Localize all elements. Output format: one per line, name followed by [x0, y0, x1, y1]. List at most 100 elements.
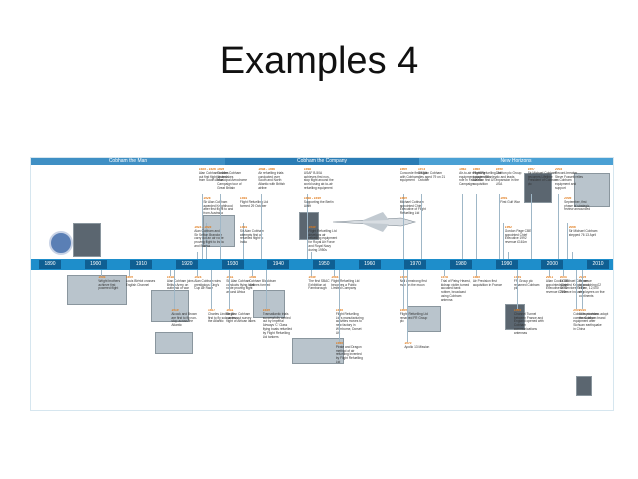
event-text: Wright brothers achieve first powered fl… — [98, 278, 121, 291]
timeline-event: 1969Neil Armstrong first man on the moon — [400, 276, 430, 306]
event-text: Sir Michael Cobham stepped 76 13 April — [568, 228, 598, 237]
event-year: 1909 — [125, 276, 133, 279]
event-year: 1991 — [500, 197, 508, 200]
event-year: 1955 — [335, 342, 343, 345]
portrait-photo — [576, 376, 592, 396]
event-year: 1969 — [399, 197, 407, 200]
event-text: Flight Refuelling Ltd becomes a Public L… — [331, 278, 360, 291]
event-connector — [576, 270, 578, 309]
event-year: 1929 — [217, 168, 225, 171]
event-connector — [571, 252, 573, 259]
event-year: 1919 — [171, 309, 179, 312]
event-connector — [252, 270, 254, 276]
event-text: Channel Tunnel between France and Englan… — [513, 311, 544, 335]
event-text: Flight Refuelling Ltd develops air refue… — [308, 228, 338, 252]
year-marker: 1950 — [313, 260, 335, 269]
year-marker: 1930 — [221, 260, 244, 269]
event-text: Sir Alan Cobham dies aged 79 on 21 Octob… — [418, 170, 446, 183]
event-connector — [402, 270, 404, 309]
event-connector — [567, 223, 569, 259]
event-connector — [169, 270, 171, 276]
event-year: 2005 — [564, 197, 572, 200]
concorde-icon — [332, 212, 417, 232]
event-year: 1931 — [226, 309, 234, 312]
year-marker: 1890 — [39, 260, 61, 269]
event-connector — [530, 194, 532, 259]
event-year: 1949 — [308, 226, 316, 229]
event-year: 1948 - 1949 — [303, 197, 321, 200]
event-connector — [402, 223, 404, 259]
event-year: 1973 — [418, 168, 426, 171]
event-text: Alan Cobham carries out first flight to … — [198, 170, 229, 183]
event-connector — [462, 194, 464, 259]
event-year: 1969 — [399, 309, 407, 312]
event-connector — [503, 223, 505, 259]
event-text: Supporting the Berlin Airlift — [303, 199, 334, 208]
event-year: 1926 — [203, 197, 211, 200]
event-year: 1970 — [404, 342, 412, 345]
year-marker: 1910 — [130, 260, 153, 269]
event-year: 1990 — [495, 168, 503, 171]
event-connector — [311, 252, 313, 259]
event-year: 1936 — [249, 276, 257, 279]
event-text: Neil Armstrong first man on the moon — [399, 278, 427, 287]
event-text: Transatlantic trials successfully carrie… — [262, 311, 293, 339]
aircraft-photo — [203, 215, 235, 247]
event-text: Cobham provides communication equipment … — [573, 311, 602, 331]
event-text: FR Group plc renamed Cobham plc — [513, 278, 540, 290]
event-connector — [582, 270, 583, 309]
timeline-event: 1955Flight Refuelling Ltd's manufacturin… — [336, 309, 366, 339]
event-connector — [229, 270, 231, 309]
event-year: 2006 — [568, 226, 576, 229]
event-text: Alan Cobham wins prestigious King's Cup … — [194, 278, 221, 291]
event-connector — [311, 270, 313, 276]
year-marker: 2010 — [587, 260, 609, 269]
event-year: 1938 - 1940 — [258, 168, 276, 171]
event-text: Alan Cobham and Sir Sefton Brancker carr… — [194, 228, 224, 248]
event-connector — [101, 270, 103, 276]
portrait-photo — [505, 304, 525, 330]
year-marker: 1900 — [84, 260, 107, 269]
portrait-photo — [73, 223, 101, 257]
event-text: Sir Michael Cobham awarded Knighthood fo… — [559, 278, 589, 295]
event-year: 2004 — [559, 276, 567, 279]
event-year: 1985 — [472, 168, 480, 171]
event-connector — [265, 270, 267, 309]
refuelling-photo — [253, 290, 285, 318]
event-year: 1939 — [262, 309, 270, 312]
event-connector — [558, 194, 560, 259]
timeline-event: 2009Revenue approaching £2 billion, 12,0… — [579, 276, 609, 306]
event-text: Flight Refuelling Ltd's manufacturing ac… — [335, 311, 364, 335]
medal-icon — [49, 231, 73, 255]
timeline-graphic: Cobham the Man Cobham the Company New Ho… — [30, 157, 614, 411]
event-connector — [475, 194, 477, 259]
event-year: 1924 - 1925 — [194, 226, 212, 229]
event-text: Air Precision first acquisition in Franc… — [472, 278, 503, 287]
portrait-photo — [299, 212, 319, 240]
event-connector — [306, 223, 308, 259]
event-text: Gordon Page CBE appointed Chief Executiv… — [504, 228, 532, 245]
aircraft-photo — [574, 173, 610, 207]
